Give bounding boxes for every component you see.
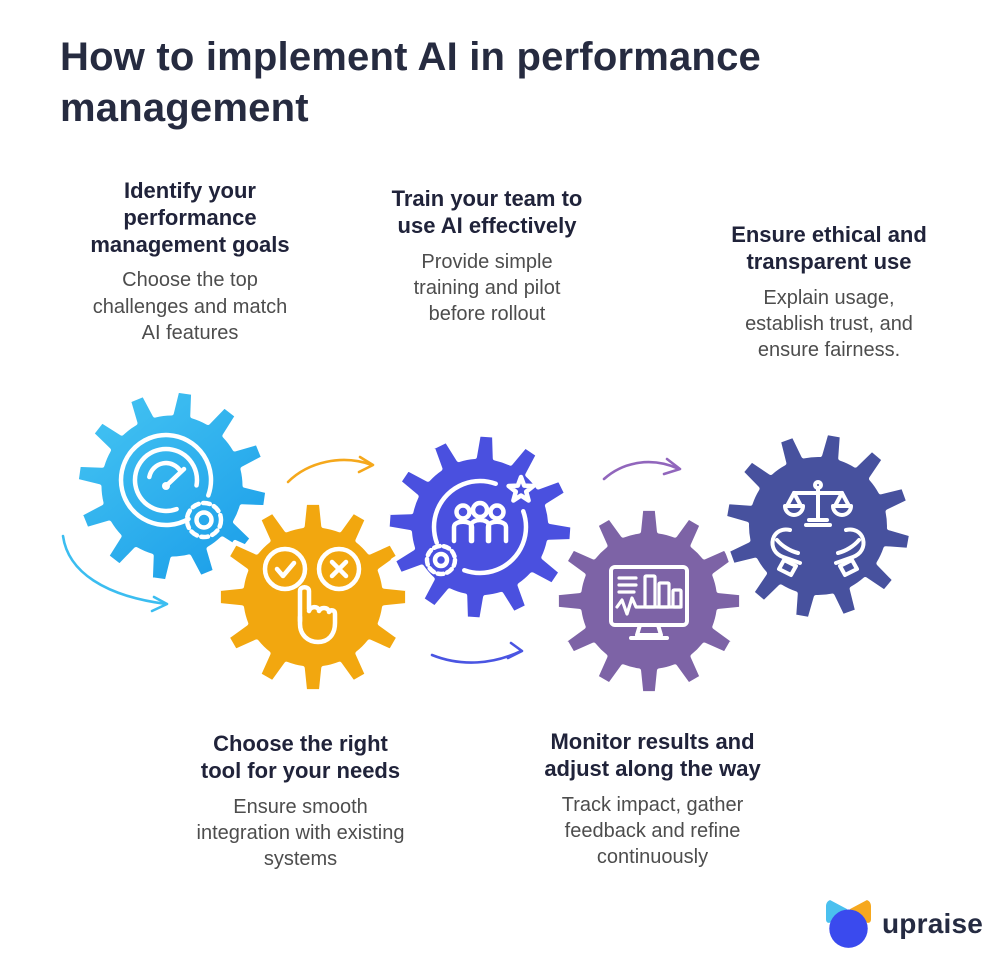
logo-petal-left [826, 900, 848, 923]
logo-petal-right [849, 900, 871, 923]
pulse-line [615, 596, 683, 616]
step-2-heading: Choose the right tool for your needs [200, 731, 401, 783]
hand-left [770, 527, 802, 565]
gear-step-1 [73, 387, 271, 585]
text-lines [617, 576, 638, 594]
small-gear-icon [184, 500, 224, 540]
step-2-description: Ensure smooth integration with existing … [196, 795, 405, 871]
arrow-step1-to-step2 [61, 534, 169, 613]
gear-step-4 [553, 505, 745, 697]
pointing-hand [297, 585, 312, 624]
step-4-text: Monitor results and adjust along the way… [500, 729, 805, 871]
arrow-step4-to-step5 [602, 457, 682, 481]
hand-right [834, 527, 866, 565]
step-1-heading: Identify your performance management goa… [90, 178, 290, 257]
step-5-text: Ensure ethical and transparent use Expla… [698, 222, 960, 364]
step-1-description: Choose the top challenges and match AI f… [92, 269, 288, 345]
logo-body [829, 909, 868, 948]
performance-gauge-icon [118, 432, 224, 540]
gear-step-3 [384, 431, 576, 623]
step-4-heading: Monitor results and adjust along the way [544, 729, 761, 781]
people-group [451, 500, 509, 544]
arrow-step3-to-step4 [430, 641, 524, 664]
gear-layer [73, 387, 915, 697]
step-1-text: Identify your performance management goa… [50, 178, 330, 347]
check-mark [274, 560, 297, 579]
step-5-description: Explain usage, establish trust, and ensu… [745, 286, 913, 362]
upraise-logo: upraise [826, 899, 983, 948]
scales-in-hands-icon [770, 480, 866, 577]
step-3-description: Provide simple training and pilot before… [413, 250, 561, 326]
star-icon [506, 474, 536, 503]
gear-step-2 [215, 499, 411, 695]
page-title: How to implement AI in performance manag… [60, 35, 761, 130]
step-3-heading: Train your team to use AI effectively [391, 186, 583, 238]
logo-text: upraise [882, 907, 983, 939]
arrow-step2-to-step3 [286, 455, 375, 484]
monitor-analytics-icon [609, 565, 689, 640]
step-3-text: Train your team to use AI effectively Pr… [356, 186, 618, 328]
step-2-text: Choose the right tool for your needs Ens… [158, 731, 443, 873]
mini-gear-icon [424, 543, 458, 577]
step-5-heading: Ensure ethical and transparent use [731, 222, 927, 274]
select-check-cross-icon [262, 546, 362, 645]
upraise-logo-mark-icon [826, 900, 871, 948]
scale-pan-right [831, 504, 853, 517]
team-with-star-icon [424, 474, 536, 577]
scale-pan-left [783, 504, 805, 517]
cross-mark [329, 559, 349, 579]
step-4-description: Track impact, gather feedback and refine… [561, 793, 744, 869]
